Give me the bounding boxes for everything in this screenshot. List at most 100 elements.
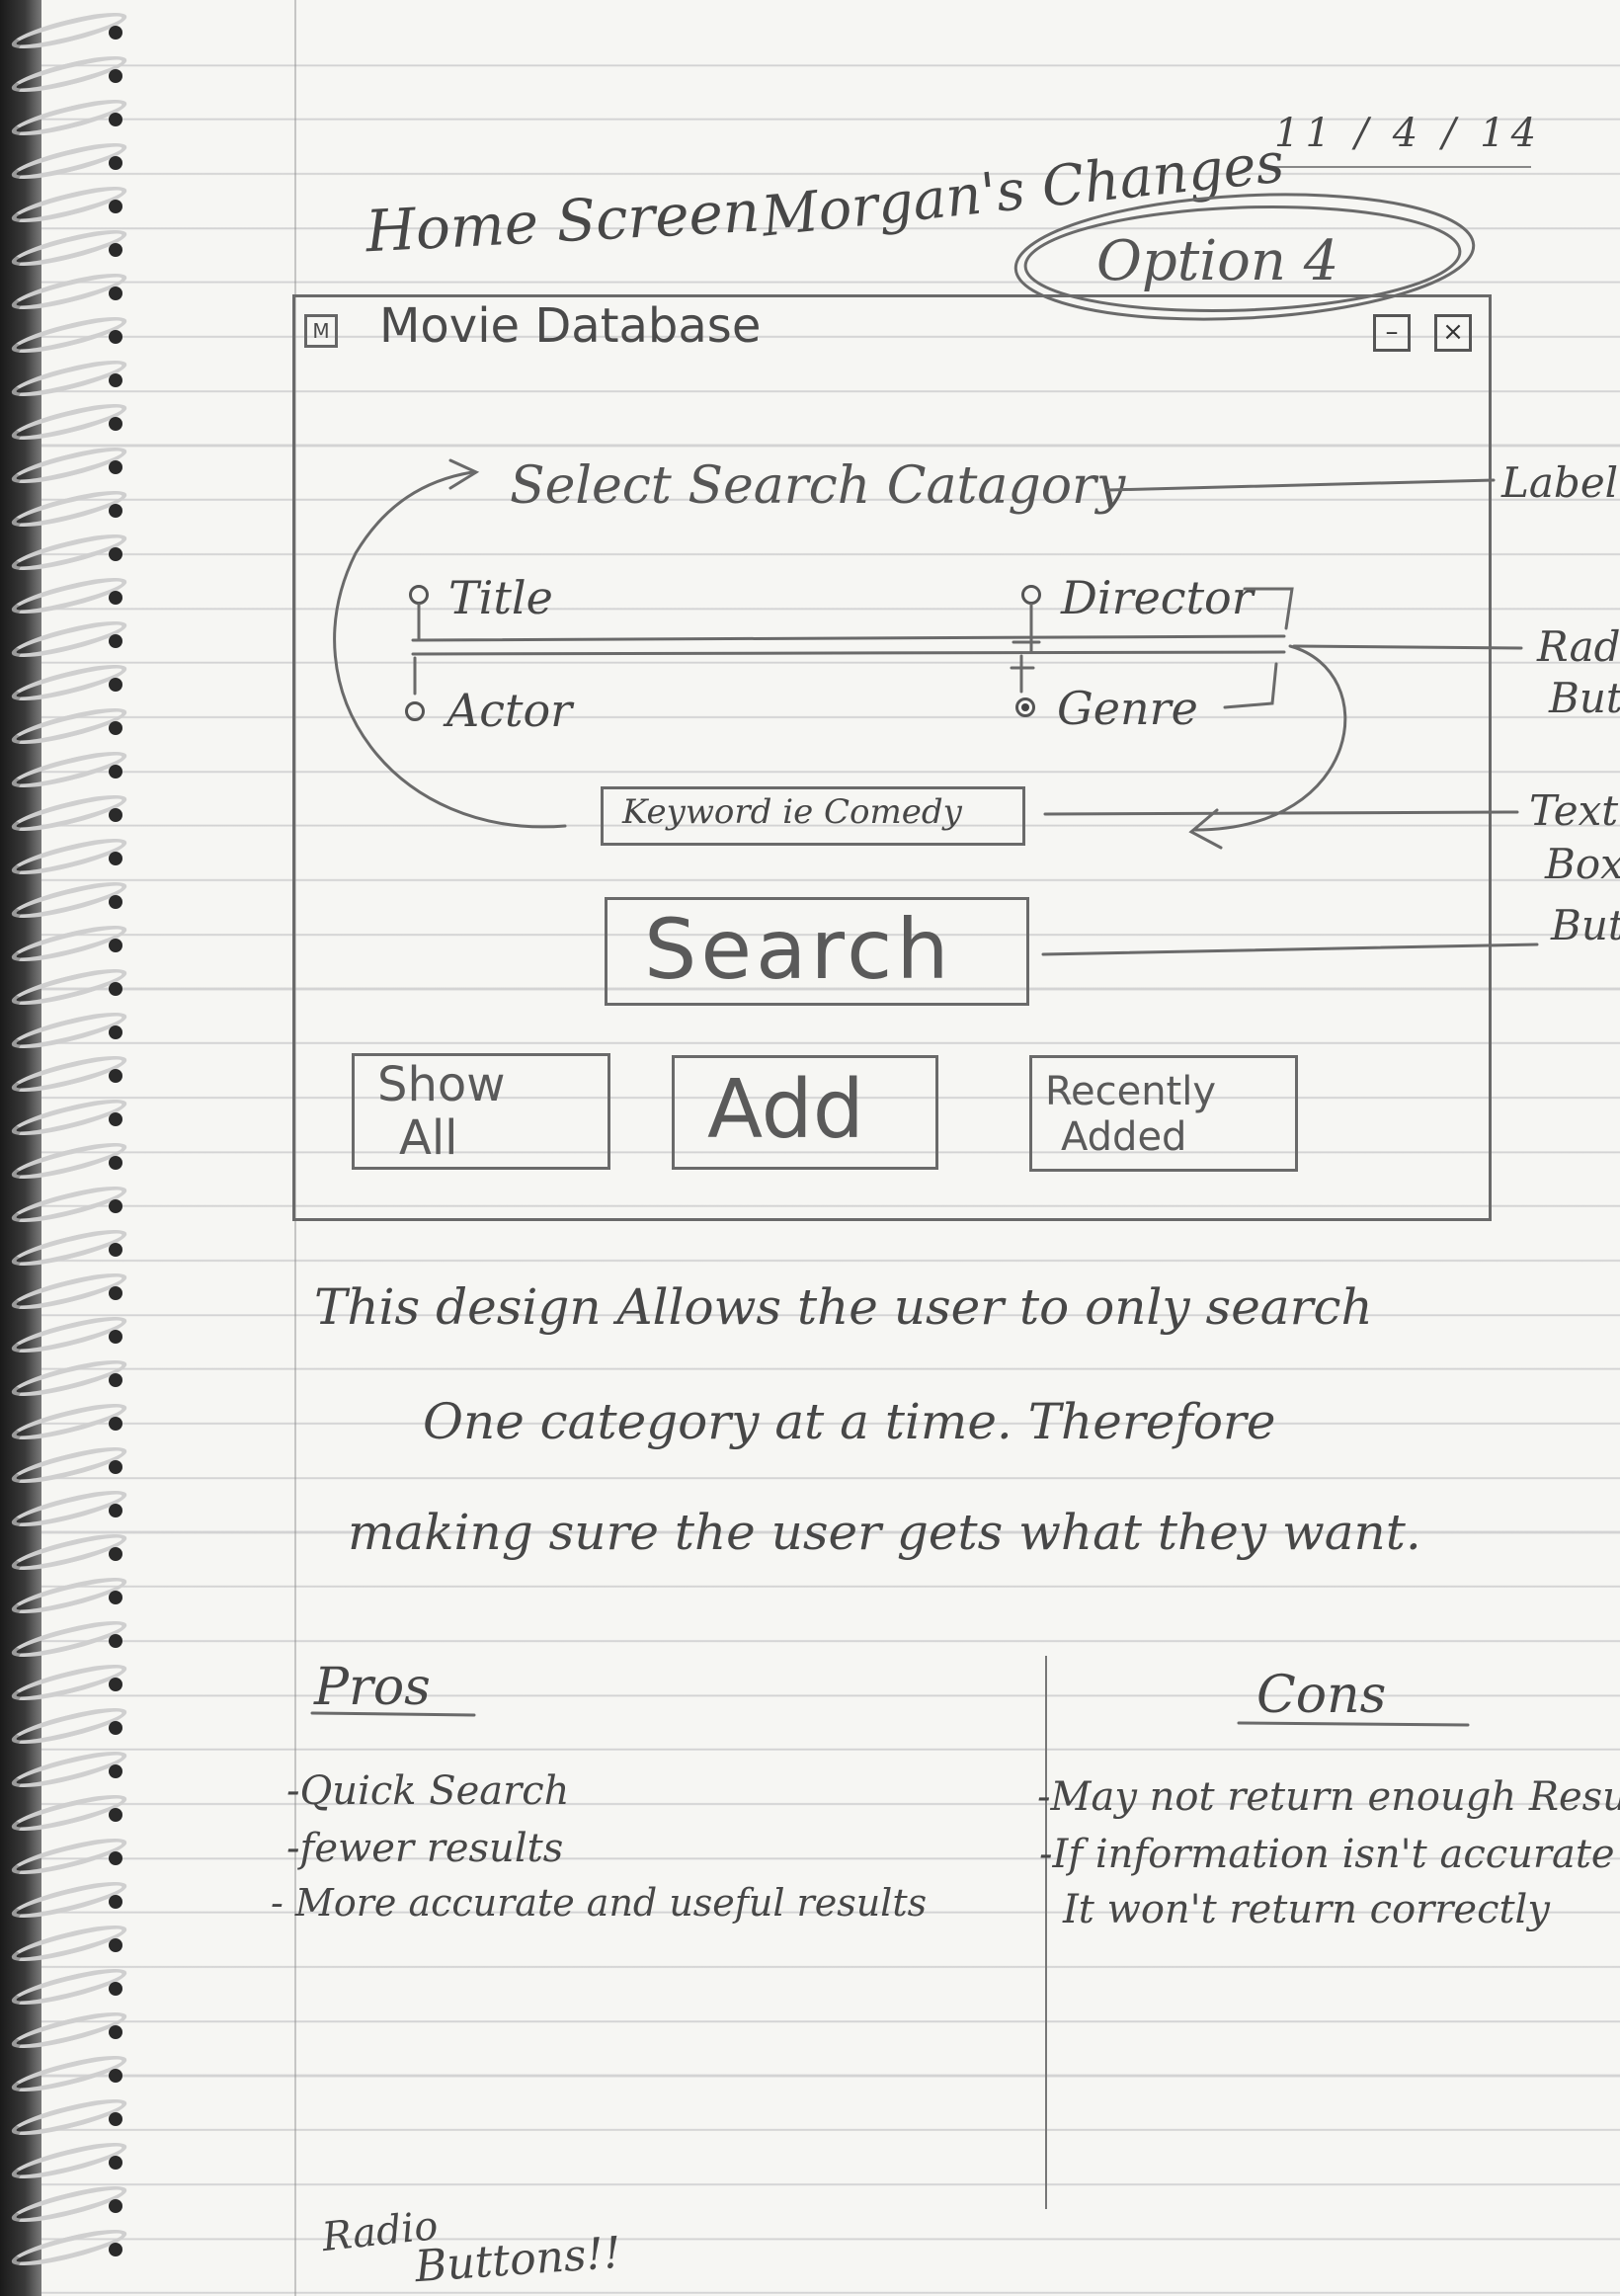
- binding-hole: [109, 1678, 122, 1691]
- binding-hole: [109, 721, 122, 735]
- binding-hole: [109, 113, 122, 126]
- binding-hole: [109, 939, 122, 952]
- binding-hole: [109, 1025, 122, 1039]
- option-oval: [1013, 193, 1476, 321]
- radio-title-label: Title: [448, 571, 553, 624]
- description-line-2: One category at a time. Therefore: [423, 1393, 1276, 1450]
- window-title: Movie Database: [379, 298, 762, 354]
- binding-hole: [109, 2156, 122, 2170]
- leader-radio: [1292, 644, 1523, 650]
- radio-genre[interactable]: [1015, 697, 1035, 717]
- binding-hole: [109, 2243, 122, 2256]
- add-button[interactable]: [672, 1055, 938, 1170]
- binding-hole: [109, 1851, 122, 1865]
- binding-hole: [109, 1895, 122, 1909]
- close-icon[interactable]: ×: [1434, 314, 1472, 352]
- cons-item-3: It won't return correctly: [1063, 1887, 1550, 1932]
- binding-hole: [109, 1199, 122, 1213]
- binding-hole: [109, 26, 122, 40]
- minimize-icon[interactable]: –: [1373, 314, 1411, 352]
- cons-item-2: -If information isn't accurate: [1039, 1832, 1615, 1877]
- radio-genre-label: Genre: [1057, 682, 1198, 735]
- binding-hole: [109, 1721, 122, 1735]
- right-arrow-head: [1188, 808, 1223, 850]
- date-text: 11 / 4 / 14: [1274, 111, 1543, 156]
- left-curve-arrow: [333, 470, 567, 829]
- annotation-radio-line2: But: [1549, 674, 1620, 722]
- binding-hole: [109, 330, 122, 344]
- search-button[interactable]: [605, 897, 1029, 1006]
- date-underline: [1264, 166, 1531, 168]
- show-all-line1: Show: [377, 1057, 506, 1112]
- binding-hole: [109, 1938, 122, 1952]
- radio-separator-2: [411, 650, 1286, 656]
- option-oval-inner: [1023, 205, 1462, 313]
- binding-hole: [109, 1460, 122, 1474]
- pros-item-1: -Quick Search: [286, 1768, 570, 1814]
- radio-director-label: Director: [1061, 571, 1254, 624]
- binding-hole: [109, 2112, 122, 2126]
- binding-hole: [109, 200, 122, 213]
- binding-hole: [109, 2199, 122, 2213]
- show-all-line2: All: [399, 1110, 458, 1166]
- left-arrow-head: [448, 458, 480, 490]
- add-button-label: Add: [707, 1063, 864, 1157]
- cons-underline: [1237, 1721, 1470, 1727]
- binding-hole: [109, 591, 122, 605]
- binding-hole: [109, 1330, 122, 1344]
- binding-hole: [109, 1547, 122, 1561]
- binding-hole: [109, 982, 122, 996]
- description-line-1: This design Allows the user to only sear…: [314, 1278, 1373, 1336]
- keyword-input[interactable]: [601, 786, 1025, 846]
- pros-item-3: - More accurate and useful results: [271, 1881, 928, 1925]
- search-category-label: Select Search Catagory: [510, 456, 1126, 516]
- radio-bracket-bottom: [1223, 662, 1278, 709]
- option-label: Option 4: [1096, 229, 1339, 293]
- binding-hole: [109, 895, 122, 909]
- annotation-button: Butt: [1551, 901, 1620, 949]
- binding-hole: [109, 417, 122, 431]
- binding-hole: [109, 765, 122, 779]
- binding-hole: [109, 1504, 122, 1517]
- binding-hole: [109, 373, 122, 387]
- binding-hole: [109, 808, 122, 822]
- annotation-label: Label: [1501, 458, 1619, 507]
- binding-hole: [109, 1808, 122, 1822]
- app-icon: M: [304, 314, 338, 348]
- cons-heading: Cons: [1256, 1666, 1387, 1725]
- binding-hole: [109, 287, 122, 300]
- annotation-radio-line1: Rad: [1537, 622, 1620, 671]
- binding-hole: [109, 243, 122, 257]
- app-window-sketch: [292, 294, 1492, 1221]
- radio-actor-label: Actor: [446, 684, 573, 737]
- binding-hole: [109, 1417, 122, 1431]
- binding-hole: [109, 69, 122, 83]
- recently-added-button[interactable]: [1029, 1055, 1298, 1172]
- pros-item-2: -fewer results: [286, 1826, 564, 1871]
- binding-hole: [109, 1373, 122, 1387]
- binding-hole: [109, 2069, 122, 2083]
- spiral-binding: [0, 0, 41, 2296]
- recently-added-line2: Added: [1061, 1114, 1187, 1160]
- keyword-placeholder: Keyword ie Comedy: [622, 792, 962, 832]
- binding-hole: [109, 1764, 122, 1778]
- binding-hole: [109, 156, 122, 170]
- binding-hole: [109, 1156, 122, 1170]
- show-all-button[interactable]: [352, 1053, 610, 1170]
- annotation-textbox-line1: Text: [1529, 786, 1619, 835]
- leader-label: [1106, 478, 1496, 492]
- pros-cons-divider: [1045, 1656, 1047, 2209]
- binding-hole: [109, 1112, 122, 1126]
- binding-hole: [109, 547, 122, 561]
- binding-hole: [109, 1591, 122, 1604]
- radio-separator-1: [411, 634, 1286, 642]
- cons-item-1: -May not return enough Resu: [1037, 1774, 1620, 1820]
- binding-hole: [109, 1286, 122, 1300]
- recently-added-line1: Recently: [1045, 1069, 1217, 1114]
- binding-hole: [109, 504, 122, 518]
- binding-hole: [109, 1982, 122, 1996]
- radio-actor[interactable]: [405, 701, 425, 721]
- binding-hole: [109, 2025, 122, 2039]
- search-button-label: Search: [644, 901, 953, 998]
